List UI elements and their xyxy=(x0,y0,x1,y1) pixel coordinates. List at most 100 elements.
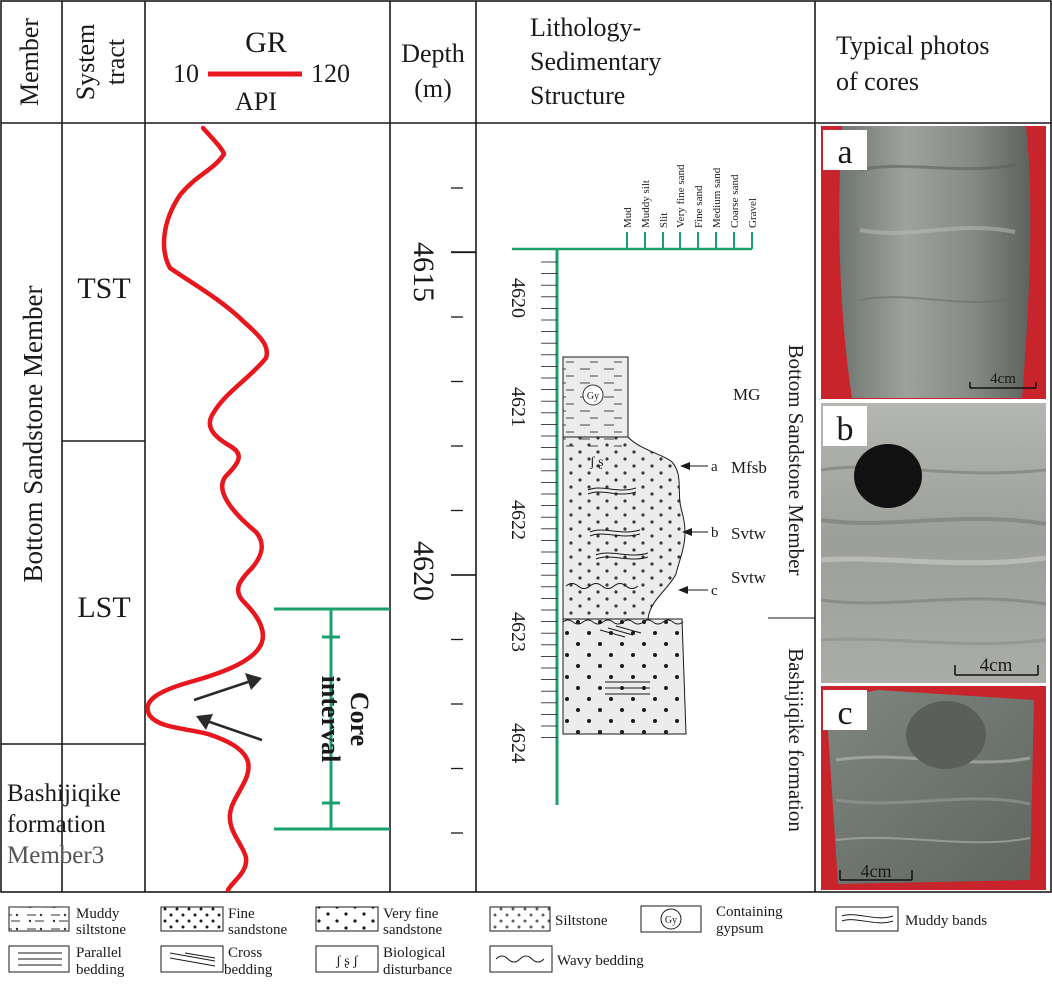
legend: Muddy siltstone Fine sandstone Very fine… xyxy=(8,904,987,978)
svg-text:Fine: Fine xyxy=(228,906,255,922)
litho-depth-label: 4622 xyxy=(507,500,529,540)
header-photos: Typical photos of cores xyxy=(836,31,989,96)
gr-max-label: 120 xyxy=(311,59,350,88)
core-interval-line2: interval xyxy=(316,676,345,763)
svg-text:Parallel: Parallel xyxy=(76,945,122,961)
svg-text:Muddy: Muddy xyxy=(76,906,120,922)
facies-mfsb: Mfsb xyxy=(731,458,767,477)
legend-parallel-bedding: Parallel bedding xyxy=(8,945,125,978)
lithology-header-line2: Sedimentary xyxy=(530,47,661,76)
grain-size-label: Slit xyxy=(658,213,670,228)
core-interval-marker: Core interval xyxy=(274,607,390,831)
grain-size-label: Fine sand xyxy=(693,185,705,228)
gypsum-symbol xyxy=(582,384,604,406)
header-lithology: Lithology- Sedimentary Structure xyxy=(530,13,661,110)
gr-trend-arrows xyxy=(193,673,263,742)
grain-size-label: Medium sand xyxy=(711,167,723,228)
svg-text:Siltstone: Siltstone xyxy=(555,913,608,929)
legend-very-fine-sandstone: Very fine sandstone xyxy=(315,906,443,938)
svg-text:Very fine: Very fine xyxy=(383,906,439,922)
photo-c-label: c xyxy=(837,695,852,732)
facies-svtw-2: Svtw xyxy=(731,568,767,587)
svg-text:sandstone: sandstone xyxy=(228,922,288,938)
svg-text:bedding: bedding xyxy=(224,962,273,978)
gypsum-symbol-label: Gy xyxy=(587,391,599,402)
header-depth: Depth (m) xyxy=(401,39,465,103)
litho-depth-label: 4620 xyxy=(507,278,529,318)
svg-text:Cross: Cross xyxy=(228,945,262,961)
litho-member-bottom-sandstone: Bottom Sandstone Member xyxy=(784,345,808,576)
litho-depth-ticks xyxy=(541,261,557,738)
depth-ticks xyxy=(451,187,476,834)
facies-svtw-1: Svtw xyxy=(731,524,767,543)
lithology-header-line3: Structure xyxy=(530,81,625,110)
arrow-label-b: b xyxy=(711,525,719,541)
photos-header-line1: Typical photos xyxy=(836,31,989,60)
litho-member-bashijiqike: Bashijiqike formation xyxy=(784,648,808,832)
photo-a-label: a xyxy=(837,134,852,171)
grain-size-label: Mud xyxy=(622,207,634,228)
bioturbation-glyph: ʃ ʂ xyxy=(589,455,604,470)
core-interval-line1: Core xyxy=(345,692,374,746)
grain-size-label: Muddy silt xyxy=(640,180,652,228)
gr-min-label: 10 xyxy=(173,59,199,88)
depth-label-4615: 4615 xyxy=(407,242,440,302)
legend-cross-bedding: Cross bedding xyxy=(160,945,273,978)
header-system-tract-line1: System xyxy=(71,24,100,101)
grain-size-label: Very fine sand xyxy=(675,164,687,228)
litho-depth-labels: 4620 4621 4622 4623 4624 xyxy=(507,278,529,763)
photo-b-scale: 4cm xyxy=(980,655,1013,676)
svg-text:Wavy bedding: Wavy bedding xyxy=(557,953,644,969)
photo-position-arrows: a b c xyxy=(678,459,719,599)
svg-text:disturbance: disturbance xyxy=(383,962,452,978)
header-system-tract: System tract xyxy=(71,24,130,101)
legend-muddy-bands: Muddy bands xyxy=(835,906,987,932)
arrow-label-a: a xyxy=(711,459,718,475)
litho-depth-label: 4623 xyxy=(507,612,529,652)
member-bottom-sandstone: Bottom Sandstone Member xyxy=(18,286,48,583)
tract-lst: LST xyxy=(77,591,130,624)
legend-gypsum: Gy Containing gypsum xyxy=(640,904,783,937)
gr-unit-label: API xyxy=(235,87,277,116)
gr-title: GR xyxy=(245,26,287,59)
member-bashijiqike-line2: formation xyxy=(7,811,106,838)
core-photo-a: a 4cm xyxy=(821,126,1046,399)
litho-depth-label: 4624 xyxy=(507,723,529,763)
legend-siltstone: Siltstone xyxy=(489,906,608,932)
member-bashijiqike-line3: Member3 xyxy=(7,842,104,869)
header-gr: GR 10 120 API xyxy=(173,26,350,116)
grain-size-label: Gravel xyxy=(747,198,759,228)
svg-text:Containing: Containing xyxy=(716,904,783,920)
legend-wavy-bedding: Wavy bedding xyxy=(489,945,644,973)
core-photo-b: b 4cm xyxy=(820,403,1047,683)
photo-c-scale: 4cm xyxy=(861,861,892,881)
photos-header-line2: of cores xyxy=(836,67,919,96)
legend-muddy-siltstone: Muddy siltstone xyxy=(8,906,126,938)
member-bashijiqike-line1: Bashijiqike xyxy=(7,780,121,807)
depth-header-line2: (m) xyxy=(414,74,452,103)
grain-size-label: Coarse sand xyxy=(729,174,741,228)
arrow-label-c: c xyxy=(711,583,718,599)
core-photo-c: c 4cm xyxy=(821,686,1046,890)
depth-header-line1: Depth xyxy=(401,39,465,68)
header-member: Member xyxy=(15,18,44,106)
header-member-label: Member xyxy=(15,18,44,106)
header-system-tract-line2: tract xyxy=(101,38,130,85)
svg-text:Biological: Biological xyxy=(383,945,446,961)
svg-text:Gy: Gy xyxy=(665,915,677,926)
photo-b-label: b xyxy=(837,411,854,448)
litho-depth-label: 4621 xyxy=(507,387,529,427)
svg-text:ʃ ʂ ʃ: ʃ ʂ ʃ xyxy=(335,954,358,969)
legend-biological-disturbance: ʃ ʂ ʃ Biological disturbance xyxy=(315,945,452,978)
table-grid xyxy=(0,0,1052,893)
svg-text:gypsum: gypsum xyxy=(716,921,764,937)
svg-text:sandstone: sandstone xyxy=(383,922,443,938)
photo-a-scale: 4cm xyxy=(990,371,1016,387)
svg-text:siltstone: siltstone xyxy=(76,922,126,938)
facies-mg: MG xyxy=(733,385,760,404)
depth-label-4620: 4620 xyxy=(407,541,440,601)
svg-text:Muddy bands: Muddy bands xyxy=(905,913,987,929)
